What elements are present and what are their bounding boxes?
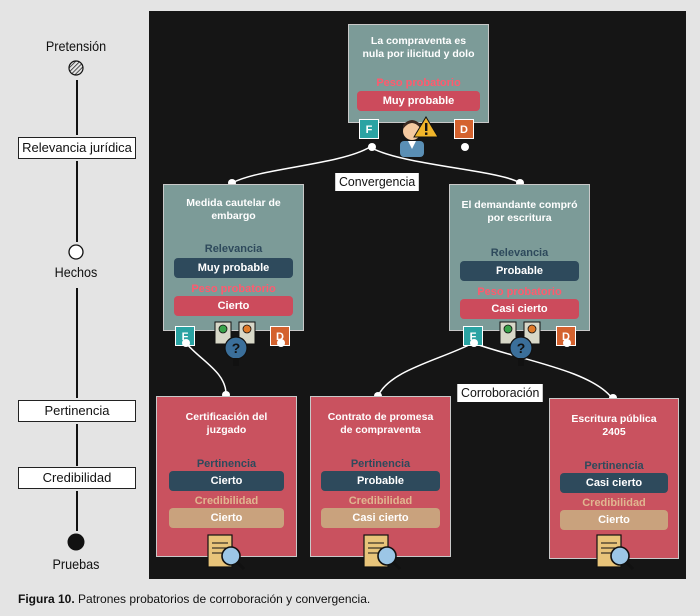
pertinence-label: Pertinencia: [350, 458, 411, 470]
connector-dot: [516, 179, 524, 187]
open-circle-icon: [68, 244, 84, 260]
d-tag: D: [454, 119, 474, 139]
relevance-value: Muy probable: [174, 258, 293, 278]
node-hecho-escritura: El demandante compró por escritura Relev…: [449, 184, 590, 331]
axis-label-pruebas: Pruebas: [52, 556, 100, 572]
node-hecho-embargo: Medida cautelar de embargo Relevancia Mu…: [163, 184, 304, 331]
weight-label: Peso probatorio: [191, 283, 276, 295]
question-magnifier-icon: ?: [498, 320, 544, 366]
node-title: Medida cautelar de embargo: [186, 197, 281, 222]
filled-circle-icon: [67, 533, 85, 551]
weight-label: Peso probatorio: [477, 286, 562, 298]
credibility-value: Casi cierto: [321, 508, 440, 528]
evidence-card: Contrato de promesa de compraventa Perti…: [310, 396, 451, 557]
hatched-circle-icon: [68, 60, 84, 76]
svg-text:?: ?: [232, 340, 241, 356]
f-tag: F: [359, 119, 379, 139]
node-title: La compraventa es nula por ilicitud y do…: [362, 35, 475, 60]
axis-line: [76, 288, 78, 398]
axis-box-relevancia: Relevancia jurídica: [18, 137, 136, 159]
credibility-value: Cierto: [169, 508, 284, 528]
edge-label-corroboracion: Corroboración: [457, 384, 544, 402]
axis-box-pertinencia: Pertinencia: [18, 400, 136, 422]
caption-label: Figura 10.: [18, 592, 75, 606]
connector-dot: [461, 143, 469, 151]
axis-label-pretension: Pretensión: [45, 38, 107, 54]
pertinence-label: Pertinencia: [196, 458, 257, 470]
axis-label-hechos: Hechos: [54, 264, 98, 280]
edge-label-convergencia: Convergencia: [335, 173, 420, 191]
caption-text: Patrones probatorios de corroboración y …: [78, 592, 371, 606]
document-search-icon: [593, 531, 635, 573]
credibility-value: Cierto: [560, 510, 668, 530]
credibility-label: Credibilidad: [194, 495, 259, 507]
evidence-card: Certificación del juzgado Pertinencia Ci…: [156, 396, 297, 557]
weight-value: Casi cierto: [460, 299, 579, 319]
svg-text:?: ?: [517, 340, 526, 356]
document-search-icon: [204, 531, 246, 573]
connector-dot: [182, 339, 190, 347]
connector-dot: [277, 339, 285, 347]
axis-line: [76, 80, 78, 135]
axis-box-credibilidad: Credibilidad: [18, 467, 136, 489]
document-search-icon: [360, 531, 402, 573]
connector-dot: [563, 339, 571, 347]
f-tag: F: [463, 326, 483, 346]
axis-line: [76, 424, 78, 466]
relevance-label: Relevancia: [204, 243, 263, 255]
connector-dot: [222, 391, 230, 399]
evidence-title: Contrato de promesa de compraventa: [327, 411, 434, 436]
weight-value: Muy probable: [357, 91, 480, 111]
connector-dot: [228, 179, 236, 187]
weight-label: Peso probatorio: [376, 77, 461, 89]
person-alert-icon: [394, 115, 440, 157]
weight-value: Cierto: [174, 296, 293, 316]
d-tag: D: [270, 326, 290, 346]
evidence-card: Escritura pública 2405 Pertinencia Casi …: [549, 398, 679, 559]
pertinence-value: Cierto: [169, 471, 284, 491]
node-pretension: La compraventa es nula por ilicitud y do…: [348, 24, 489, 123]
credibility-label: Credibilidad: [582, 497, 646, 509]
figure-caption: Figura 10. Patrones probatorios de corro…: [18, 592, 370, 606]
pertinence-value: Probable: [321, 471, 440, 491]
credibility-label: Credibilidad: [348, 495, 413, 507]
pertinence-value: Casi cierto: [560, 473, 668, 493]
connector-dot: [470, 339, 478, 347]
evidence-title: Escritura pública 2405: [571, 413, 657, 438]
relevance-value: Probable: [460, 261, 579, 281]
connector-dot: [368, 143, 376, 151]
pertinence-label: Pertinencia: [584, 460, 644, 472]
question-magnifier-icon: ?: [213, 320, 259, 366]
evidence-title: Certificación del juzgado: [185, 411, 268, 436]
relevance-label: Relevancia: [490, 247, 549, 259]
axis-line: [76, 161, 78, 242]
axis-line: [76, 491, 78, 531]
node-title: El demandante compró por escritura: [461, 199, 578, 224]
